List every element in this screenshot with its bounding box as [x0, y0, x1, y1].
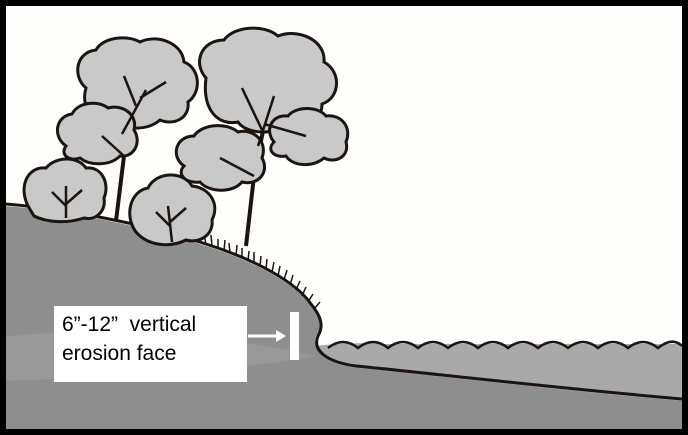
erosion-face-label: 6”-12” vertical erosion face: [54, 306, 247, 382]
label-line-2: erosion face: [62, 339, 239, 368]
label-line-1: 6”-12” vertical: [62, 310, 239, 339]
shrub-left: [24, 159, 106, 222]
vertical-bar-icon: [290, 312, 299, 360]
